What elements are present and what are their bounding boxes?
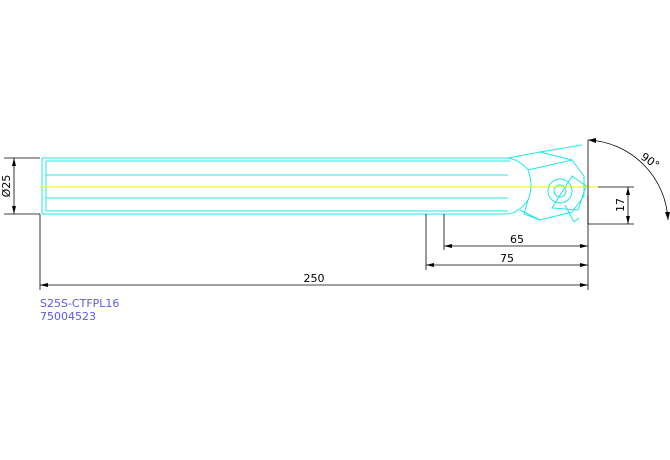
part-code: 75004523 — [40, 310, 96, 323]
arrow-250-right — [580, 283, 588, 287]
dim-angle-arc — [587, 139, 669, 221]
arrow-250-left — [40, 283, 48, 287]
tool-body-outline — [41, 144, 587, 223]
insert-triangle — [551, 175, 587, 211]
head-front-body — [523, 159, 585, 221]
dimension-geometry — [4, 139, 669, 290]
arrow-dia-top — [12, 158, 16, 166]
arrow-75-left — [426, 263, 434, 267]
head-curve — [507, 157, 532, 215]
arrow-75-right — [580, 263, 588, 267]
arrow-65-left — [444, 244, 452, 248]
arrow-65-right — [580, 244, 588, 248]
dim-angle-label: 90° — [638, 150, 661, 172]
dim-diameter-label: Ø25 — [0, 175, 13, 198]
dim-75-label: 75 — [500, 252, 514, 265]
insert-screw-inner — [553, 184, 567, 198]
dim-65-label: 65 — [510, 233, 524, 246]
arrow-17-top — [626, 187, 630, 195]
arrow-angle-end — [665, 212, 670, 220]
head-front-top — [539, 151, 573, 161]
dim-250-label: 250 — [304, 272, 325, 285]
shank-top-edge — [42, 144, 583, 159]
insert-screw-outer — [547, 178, 573, 204]
dim-17-label: 17 — [614, 198, 627, 212]
arrow-angle-start — [588, 138, 596, 143]
head-lower-edge — [519, 209, 541, 221]
arrow-17-bottom — [626, 216, 630, 224]
arrow-dia-bottom — [12, 206, 16, 214]
model-designation: S25S-CTFPL16 — [40, 297, 119, 310]
dimension-arrowheads — [12, 138, 670, 287]
insert-clamp — [564, 204, 580, 223]
